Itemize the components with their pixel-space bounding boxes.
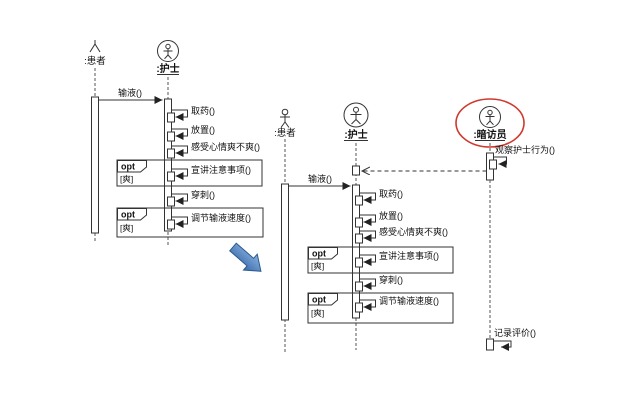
opt-fragment-1-tab (117, 160, 147, 173)
opt-guard-label: [爽] (311, 261, 324, 271)
infusion-message-label: 输液() (118, 87, 142, 98)
self-message-label: 放置() (191, 124, 215, 135)
nurse-observed-activation (352, 165, 360, 176)
opt-guard-label: [爽] (120, 174, 133, 184)
self-message-label: 调节输液速度() (191, 212, 251, 223)
opt-fragment-2-tab (308, 293, 338, 306)
observer-object-icon (479, 106, 501, 128)
patient-activation-bar (281, 183, 289, 321)
red-highlight-ellipse (455, 98, 525, 148)
patient-actor-icon (280, 108, 290, 128)
patient-activation-bar (91, 96, 99, 234)
self-message-label: 观察护士行为() (495, 144, 555, 155)
opt-fragment-2 (307, 292, 454, 324)
self-message-label: 调节输液速度() (379, 295, 439, 306)
self-message-observe-nurse: 观察护士行为() (489, 144, 555, 170)
self-message-label: 放置() (379, 210, 403, 221)
self-message-label: 穿刺() (191, 189, 215, 200)
opt-guard-label: [爽] (311, 308, 324, 318)
self-message-puncture: 穿刺() (355, 274, 403, 292)
self-message-adjust-speed: 调节输液速度() (355, 295, 439, 313)
self-message-label: 记录评价() (494, 328, 536, 338)
opt-operator-label: opt (121, 162, 135, 172)
opt-fragment-1 (116, 159, 263, 187)
self-message-puncture: 穿刺() (167, 189, 215, 207)
self-message-adjust-speed: 调节输液速度() (167, 212, 251, 230)
opt-operator-label: opt (312, 295, 326, 305)
sequence-diagram-after: :患者 :护士 :暗访员 (274, 98, 555, 353)
self-message-place: 放置() (167, 124, 215, 142)
nurse-object-icon (157, 40, 179, 62)
infusion-message-label: 输液() (308, 173, 332, 184)
self-message-label: 宣讲注意事项() (379, 250, 439, 261)
self-message-record-evaluation: 记录评价() (486, 328, 536, 351)
sequence-diagram-before: :患者 :护士 输液() opt [爽] opt [爽] (84, 40, 264, 247)
opt-operator-label: opt (312, 249, 326, 259)
nurse-object-icon (343, 102, 369, 128)
self-message-label: 穿刺() (379, 274, 403, 285)
blue-block-arrow-icon (229, 242, 262, 272)
opt-guard-label: [爽] (120, 223, 133, 233)
opt-fragment-2-tab (117, 208, 147, 221)
patient-actor-icon (89, 40, 101, 53)
self-message-explain-precautions: 宣讲注意事项() (355, 250, 439, 268)
self-message-get-medicine: 取药() (355, 189, 403, 206)
self-message-label: 取药() (191, 106, 215, 116)
self-message-label: 感受心情爽不爽() (379, 226, 448, 237)
self-message-explain-precautions: 宣讲注意事项() (167, 164, 251, 182)
opt-fragment-1-tab (308, 247, 338, 260)
self-message-label: 宣讲注意事项() (191, 164, 251, 175)
opt-fragment-2 (116, 207, 264, 238)
self-message-place: 放置() (355, 210, 403, 228)
patient-label: :患者 (274, 127, 296, 139)
nurse-label: :护士 (344, 128, 367, 141)
nurse-activation-bar (164, 98, 172, 232)
opt-fragment-1 (307, 246, 454, 274)
observer-label: :暗访员 (473, 128, 506, 141)
self-message-get-medicine: 取药() (167, 106, 215, 123)
self-message-feel-mood: 感受心情爽不爽() (167, 141, 260, 159)
self-message-feel-mood: 感受心情爽不爽() (355, 226, 448, 244)
nurse-activation-bar (352, 184, 360, 319)
opt-operator-label: opt (121, 210, 135, 220)
nurse-label: :护士 (156, 62, 179, 75)
patient-label: :患者 (84, 55, 106, 67)
self-message-label: 感受心情爽不爽() (191, 141, 260, 152)
self-message-label: 取药() (379, 189, 403, 199)
